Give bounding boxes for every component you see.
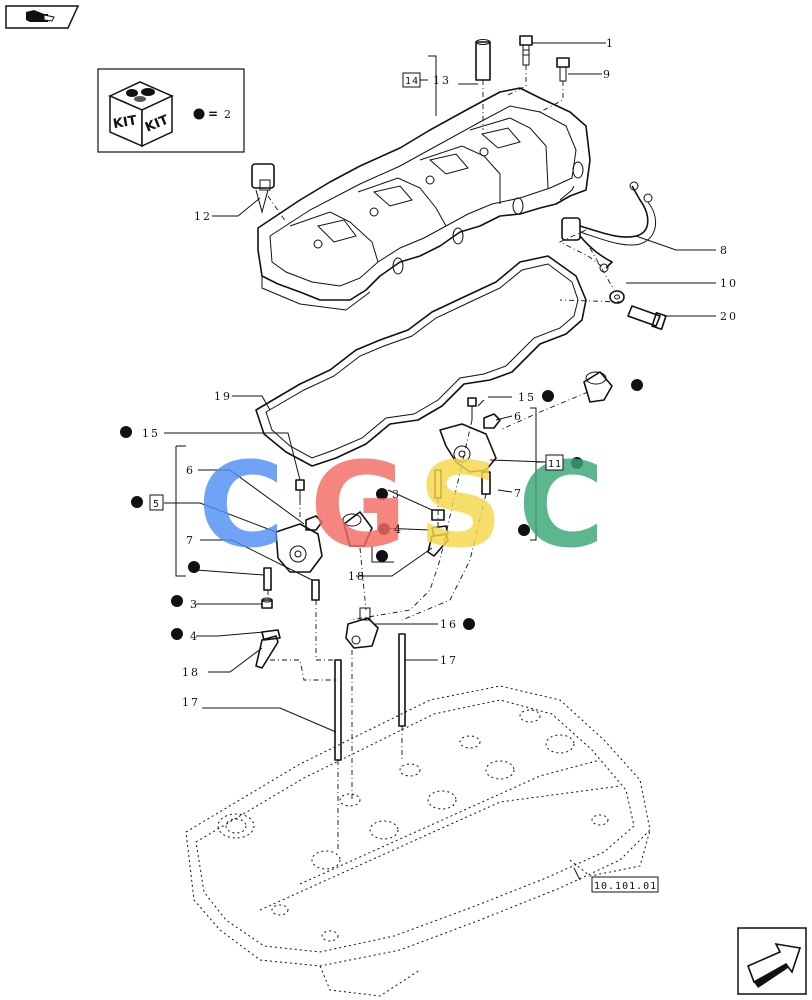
label-8: 8 xyxy=(720,244,729,257)
part-11-rocker-assembly xyxy=(434,397,501,499)
watermark-letter-g: G xyxy=(310,436,407,574)
leader-lines xyxy=(164,42,716,881)
part-13-tube xyxy=(475,39,491,81)
label-4-left: 4 xyxy=(190,630,199,643)
bullet-dot-icon xyxy=(188,561,200,573)
label-12: 12 xyxy=(194,210,212,223)
bullet-dot-icon xyxy=(463,618,475,630)
cgsc-watermark: C G S C xyxy=(198,436,605,574)
label-13: 13 xyxy=(433,74,451,87)
label-10: 10 xyxy=(720,277,738,290)
label-6-right: 6 xyxy=(514,410,523,423)
bullet-dot-icon xyxy=(376,550,388,562)
kit-equals: = xyxy=(208,107,218,121)
next-page-arrow-icon[interactable] xyxy=(737,927,807,995)
bullet-dot-icon xyxy=(542,390,554,402)
part-1-bolt xyxy=(519,35,533,66)
bullet-dot-icon xyxy=(571,457,583,469)
bullet-dot-icon xyxy=(193,108,205,120)
kit-count: 2 xyxy=(224,108,233,121)
bullet-dot-icon xyxy=(131,496,143,508)
label-4-center: 4 xyxy=(394,523,403,536)
label-16: 16 xyxy=(440,618,458,631)
label-7-left: 7 xyxy=(186,534,195,547)
part-9-bolt xyxy=(556,57,570,82)
cylinder-head-reference xyxy=(185,685,651,997)
watermark-letter-c1: C xyxy=(198,436,285,574)
label-6-left: 6 xyxy=(186,464,195,477)
part-19-gasket xyxy=(255,255,587,467)
kit-legend: KIT KIT = 2 xyxy=(97,68,245,153)
label-9: 9 xyxy=(603,68,612,81)
label-20: 20 xyxy=(720,310,738,323)
group-brackets xyxy=(166,55,546,577)
bullet-dot-icon xyxy=(518,524,530,536)
label-7-right: 7 xyxy=(514,487,523,500)
part-11-bushing xyxy=(583,371,613,403)
kit-label-left: KIT xyxy=(112,113,138,132)
label-17-right: 17 xyxy=(440,654,458,667)
bullet-dots xyxy=(120,379,643,640)
label-18-center: 18 xyxy=(348,570,366,583)
label-5-boxed: 5 xyxy=(153,499,160,510)
center-bushing xyxy=(342,511,373,547)
kit-box-icon: KIT KIT xyxy=(108,81,174,148)
watermark-letter-s: S xyxy=(418,436,503,574)
lower-small-parts xyxy=(255,597,281,669)
label-15-right: 15 xyxy=(518,391,536,404)
label-14-boxed: 14 xyxy=(405,76,419,87)
bullet-dot-icon xyxy=(376,488,388,500)
label-3-left: 3 xyxy=(190,598,199,611)
part-12-clip xyxy=(251,163,275,214)
label-15-left: 15 xyxy=(142,427,160,440)
part-10-washer xyxy=(609,290,625,304)
bullet-dot-icon xyxy=(378,523,390,535)
center-small-parts xyxy=(427,509,449,557)
label-17-left: 17 xyxy=(182,696,200,709)
bullet-dot-icon xyxy=(171,595,183,607)
label-11-boxed: 11 xyxy=(548,459,562,470)
bullet-dot-icon xyxy=(171,628,183,640)
part-17-pushrods xyxy=(334,633,406,761)
label-18-left: 18 xyxy=(182,666,200,679)
book-hand-icon[interactable] xyxy=(5,5,80,29)
alignment-lines xyxy=(267,65,623,850)
part-5-rocker-assembly xyxy=(263,479,323,601)
part-16-sensor xyxy=(345,607,379,649)
part-8-harness xyxy=(561,181,656,273)
bullet-dot-icon xyxy=(120,426,132,438)
part-20-bolt xyxy=(627,305,667,331)
valve-cover xyxy=(257,87,591,311)
label-1: 1 xyxy=(606,37,615,50)
bullet-dot-icon xyxy=(631,379,643,391)
label-19: 19 xyxy=(214,390,232,403)
label-3-center: 3 xyxy=(392,488,401,501)
part-labels: 1 9 13 14 12 8 10 20 19 15 6 5 7 3 4 18 … xyxy=(142,37,738,893)
reference-label[interactable]: 10.101.01 xyxy=(594,881,657,892)
